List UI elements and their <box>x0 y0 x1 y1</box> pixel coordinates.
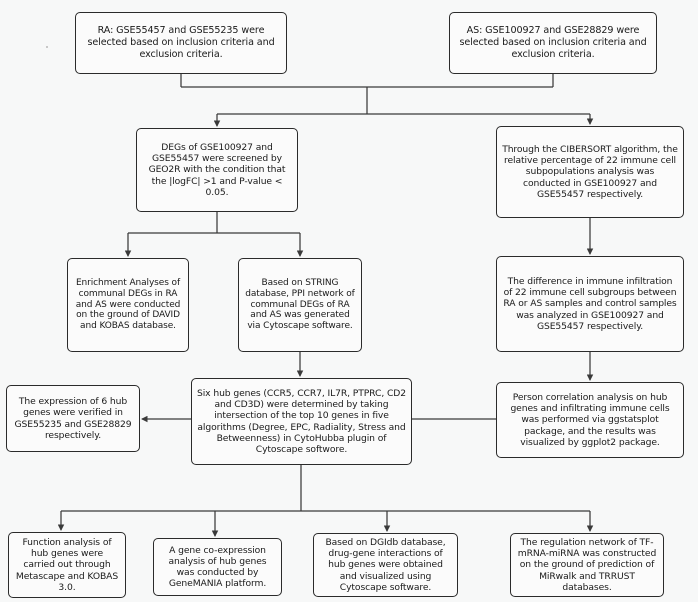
node-cibersort: Through the CIBERSORT algorithm, the rel… <box>496 126 684 218</box>
node-co-expression-text: A gene co-expression analysis of hub gen… <box>168 544 267 590</box>
node-immune-infiltration-difference: The difference in immune infiltration of… <box>496 256 684 352</box>
node-drug-gene-interaction: Based on DGIdb database, drug-gene inter… <box>313 533 458 597</box>
node-hub-gene-validation: The expression of 6 hub genes were verif… <box>6 385 140 452</box>
node-function-analysis: Function analysis of hub genes were carr… <box>8 532 126 598</box>
node-enrichment-analyses-text: Enrichment Analyses of communal DEGs in … <box>75 277 181 332</box>
node-six-hub-genes: Six hub genes (CCR5, CCR7, IL7R, PTPRC, … <box>191 378 412 465</box>
node-six-hub-genes-text: Six hub genes (CCR5, CCR7, IL7R, PTPRC, … <box>197 387 406 455</box>
node-as-datasets: AS: GSE100927 and GSE28829 were selected… <box>449 12 657 74</box>
node-tf-mrna-mirna: The regulation network of TF-mRNA-miRNA … <box>510 533 664 597</box>
node-ra-datasets: RA: GSE55457 and GSE55235 were selected … <box>75 12 287 74</box>
node-enrichment-analyses: Enrichment Analyses of communal DEGs in … <box>67 258 189 352</box>
node-ppi-network-text: Based on STRING database, PPI network of… <box>245 277 355 332</box>
node-ra-datasets-text: RA: GSE55457 and GSE55235 were selected … <box>87 25 275 60</box>
node-tf-mrna-mirna-text: The regulation network of TF-mRNA-miRNA … <box>517 536 657 593</box>
node-immune-infiltration-difference-text: The difference in immune infiltration of… <box>503 275 677 332</box>
node-ppi-network: Based on STRING database, PPI network of… <box>238 258 362 352</box>
node-person-correlation: Person correlation analysis on hub genes… <box>496 382 684 458</box>
node-function-analysis-text: Function analysis of hub genes were carr… <box>15 536 119 593</box>
node-co-expression: A gene co-expression analysis of hub gen… <box>153 538 282 596</box>
node-degs-screening: DEGs of GSE100927 and GSE55457 were scre… <box>136 128 298 212</box>
node-person-correlation-text: Person correlation analysis on hub genes… <box>510 391 670 448</box>
node-cibersort-text: Through the CIBERSORT algorithm, the rel… <box>502 143 678 200</box>
node-hub-gene-validation-text: The expression of 6 hub genes were verif… <box>14 396 132 441</box>
image-speck <box>46 46 48 48</box>
node-drug-gene-interaction-text: Based on DGIdb database, drug-gene inter… <box>325 536 446 593</box>
node-as-datasets-text: AS: GSE100927 and GSE28829 were selected… <box>459 25 647 60</box>
node-degs-screening-text: DEGs of GSE100927 and GSE55457 were scre… <box>148 141 286 198</box>
